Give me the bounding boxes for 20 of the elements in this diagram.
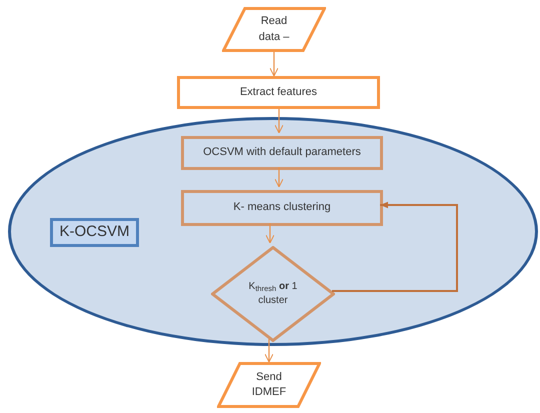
process-box: [181, 136, 383, 170]
io-parallelogram: [222, 7, 326, 52]
node-label: Read data –: [258, 14, 290, 44]
node-label: OCSVM with default parameters: [203, 145, 361, 160]
decision-diamond: [211, 246, 335, 342]
arrow: [266, 223, 274, 244]
arrow: [274, 109, 284, 134]
node-label: Extract features: [240, 84, 318, 100]
node-label: K$_{thresh}$ or 1 cluster: [248, 280, 298, 308]
node-label: K-OCSVM: [59, 222, 130, 242]
arrow: [264, 339, 274, 362]
node-label: Send IDMEF: [250, 370, 288, 400]
process-box: [177, 76, 380, 109]
process-box: [181, 190, 383, 226]
arrow: [270, 52, 278, 76]
node-label: K- means clustering: [233, 200, 331, 216]
label-box: [50, 218, 139, 247]
arrow: [274, 167, 284, 188]
io-parallelogram: [217, 362, 321, 408]
arrow: [332, 202, 458, 292]
